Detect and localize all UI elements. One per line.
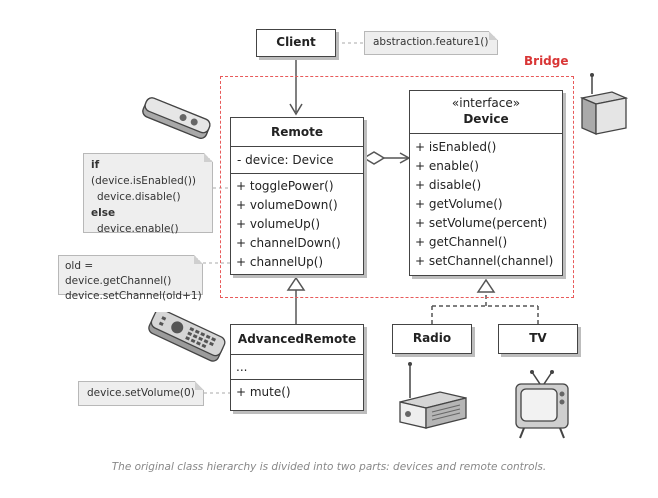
tv-title: TV [529,331,547,345]
remote-field: - device: Device [237,153,334,167]
tv-class: TV [498,324,578,354]
toggle-note-line: device.enable() [97,223,179,235]
remote-method: + togglePower() [236,179,334,193]
if-keyword: if [91,159,100,171]
device-method: + setChannel(channel) [415,254,554,268]
device-methods: + isEnabled() + enable() + disable() + g… [410,133,562,275]
remote-title: Remote [270,125,323,139]
advanced-remote-illustration [148,312,226,362]
device-interface: «interface» Device + isEnabled() + enabl… [409,90,563,276]
device-method: + setVolume(percent) [415,216,548,230]
figure-caption: The original class hierarchy is divided … [111,461,547,473]
mute-note: device.setVolume(0) [78,381,204,406]
device-method: + getVolume() [415,197,503,211]
remote-method: + channelUp() [236,255,324,269]
mute-note-text: device.setVolume(0) [87,387,195,399]
advanced-remote-methods: + mute() [231,379,363,404]
remote-fields: - device: Device [231,146,363,173]
client-note-text: abstraction.feature1() [373,36,489,48]
simple-remote-illustration [142,97,211,139]
tv-illustration [515,370,569,439]
bridge-label: Bridge [524,54,569,68]
device-method: + disable() [415,178,482,192]
device-method: + isEnabled() [415,140,497,154]
advanced-remote-title: AdvancedRemote [237,332,357,346]
toggle-note-line: device.disable() [97,191,181,203]
channel-note-line: old = device.getChannel() [65,260,172,287]
toggle-note-line: else [91,205,205,221]
device-method: + getChannel() [415,235,508,249]
channel-up-note: old = device.getChannel() device.setChan… [58,255,203,302]
remote-method: + volumeDown() [236,198,338,212]
client-class: Client [256,29,336,57]
advanced-remote-fields: ... [231,354,363,379]
remote-method: + volumeUp() [236,217,321,231]
channel-note-line: device.setChannel(old+1) [65,290,202,302]
radio-class: Radio [392,324,472,354]
device-method: + enable() [415,159,479,173]
radio-title: Radio [412,331,452,345]
advanced-remote-field: ... [236,360,248,374]
client-note: abstraction.feature1() [364,31,498,55]
toggle-power-note: if (device.isEnabled()) device.disable()… [83,153,213,235]
else-keyword: else [91,207,116,219]
device-illustration [579,73,629,135]
remote-method: + channelDown() [236,236,341,250]
advanced-remote-method: + mute() [236,385,291,399]
device-stereotype: «interface» [451,96,521,110]
bridge-region [220,76,574,298]
client-title: Client [276,35,316,49]
if-condition: (device.isEnabled()) [91,175,197,187]
remote-class: Remote - device: Device + togglePower() … [230,117,364,275]
remote-methods: + togglePower() + volumeDown() + volumeU… [231,173,363,275]
toggle-note-line: if (device.isEnabled()) [91,157,205,189]
advanced-remote-class: AdvancedRemote ... + mute() [230,324,364,411]
device-title: Device [463,112,509,126]
radio-illustration [399,362,467,429]
